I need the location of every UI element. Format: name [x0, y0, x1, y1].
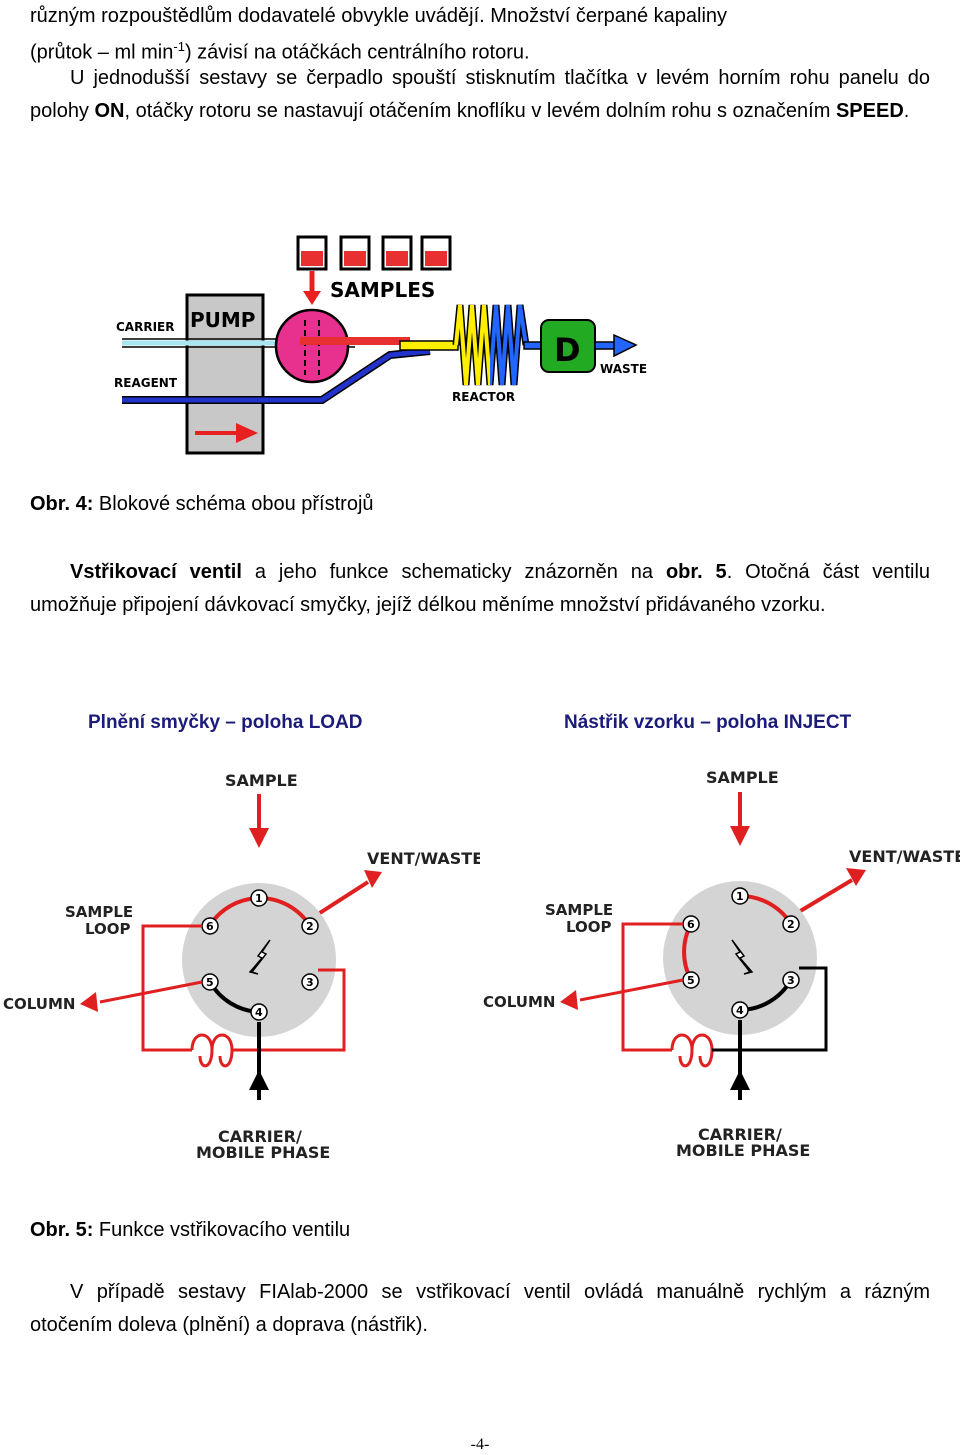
svg-text:6: 6	[206, 920, 214, 933]
flow-injection-block-diagram: SAMPLES PUMP CARRIER REAGENT REACTOR D W…	[114, 235, 647, 455]
sample-arrow-head	[303, 291, 321, 305]
vent-waste-label: VENT/WASTE	[849, 847, 960, 866]
sample-loop-label-1: SAMPLE	[545, 901, 613, 919]
load-position-title: Plnění smyčky – poloha LOAD	[88, 712, 363, 733]
rotor-position-arrow	[731, 939, 754, 975]
svg-text:6: 6	[687, 918, 695, 931]
pump-body	[185, 293, 265, 455]
mixed-stream	[399, 340, 459, 351]
injected-sample-plug	[300, 337, 410, 345]
figure-5-caption: Obr. 5: Funkce vstřikovacího ventilu	[30, 1219, 351, 1241]
page-number: -4-	[470, 1436, 490, 1453]
column-label: COLUMN	[3, 995, 75, 1013]
svg-text:5: 5	[206, 976, 214, 989]
sample-inlet-arrow	[249, 828, 269, 848]
sample-loop-label-2: LOOP	[566, 918, 612, 936]
carrier-inlet-arrow	[249, 1070, 269, 1090]
carrier-label: CARRIER	[116, 320, 174, 334]
samples-label: SAMPLES	[330, 278, 435, 302]
svg-text:4: 4	[255, 1006, 263, 1019]
valve-inject-diagram: SAMPLE VENT/WASTE 1 2 3 4 5 6 SAMPLE LOO…	[483, 768, 960, 1160]
carrier-label-2: MOBILE PHASE	[196, 1143, 330, 1162]
sample-loop-tube	[621, 922, 683, 1052]
sample-loop-label-1: SAMPLE	[65, 903, 133, 921]
reactor-label: REACTOR	[452, 390, 515, 404]
intro-line-2: (průtok – ml min-1) závisí na otáčkách c…	[30, 39, 530, 64]
reagent-label: REAGENT	[114, 376, 178, 390]
sample-loop-label-2: LOOP	[85, 920, 131, 938]
reactor-coil-yellow	[454, 304, 490, 386]
vent-arrow	[364, 870, 382, 888]
column-arrow	[80, 992, 98, 1012]
column-arrow	[560, 990, 578, 1010]
rotor-position-arrow	[248, 939, 271, 975]
vent-line	[310, 880, 370, 920]
sample-label: SAMPLE	[706, 768, 779, 787]
waste-label: WASTE	[600, 362, 647, 376]
sample-loop-coil-2	[690, 1033, 714, 1068]
svg-text:5: 5	[687, 974, 695, 987]
sample-loop-coil	[670, 1033, 694, 1068]
pump-direction-arrowhead	[236, 423, 258, 443]
column-label: COLUMN	[483, 993, 555, 1011]
svg-text:3: 3	[787, 974, 795, 987]
valve-load-diagram: SAMPLE VENT/WASTE 1 2 3 4 5 6 SAMPLE LOO…	[3, 771, 480, 1162]
paragraph-valve: Vstřikovací ventil a jeho funkce schemat…	[30, 561, 931, 616]
carrier-label-2: MOBILE PHASE	[676, 1141, 810, 1160]
figure-4-caption: Obr. 4: Blokové schéma obou přístrojů	[30, 493, 374, 515]
sample-cups	[296, 235, 452, 271]
carrier-label-1: CARRIER/	[698, 1125, 782, 1144]
sample-label: SAMPLE	[225, 771, 298, 790]
svg-text:4: 4	[736, 1004, 744, 1017]
svg-text:2: 2	[306, 920, 314, 933]
intro-line-1: různým rozpouštědlům dodavatelé obvykle …	[30, 5, 728, 27]
valve-ports: 1 2 3 4 5 6	[201, 889, 319, 1021]
paragraph-fialab: V případě sestavy FIAlab-2000 se vstřiko…	[30, 1281, 930, 1336]
injection-rotor	[274, 308, 350, 384]
sample-loop-tube	[141, 924, 202, 1052]
carrier-label-1: CARRIER/	[218, 1127, 302, 1146]
svg-text:2: 2	[787, 918, 795, 931]
column-line	[99, 980, 203, 1004]
svg-text:3: 3	[306, 976, 314, 989]
vent-line	[790, 878, 854, 918]
inject-position-title: Nástřik vzorku – poloha INJECT	[564, 712, 852, 733]
valve-ports: 1 2 3 4 5 6	[682, 887, 800, 1019]
vent-waste-label: VENT/WASTE	[367, 849, 480, 868]
paragraph-pump: U jednodušší sestavy se čerpadlo spouští…	[30, 67, 930, 122]
loop-return-tube	[232, 968, 346, 1052]
reagent-line	[122, 348, 431, 403]
carrier-inlet-arrow	[730, 1070, 750, 1090]
column-line	[579, 978, 684, 1002]
svg-text:1: 1	[255, 892, 263, 905]
waste-arrow	[613, 333, 638, 358]
sample-loop-coil	[190, 1033, 214, 1068]
vent-arrow	[846, 868, 866, 886]
reactor-coil-blue	[490, 304, 528, 386]
svg-text:1: 1	[736, 890, 744, 903]
loop-return-tube	[712, 966, 828, 1052]
valve-body	[182, 883, 336, 1037]
pump-label: PUMP	[190, 308, 255, 332]
sample-loop-coil-2	[210, 1033, 234, 1068]
sample-inlet-arrow	[730, 826, 750, 846]
detector-label: D	[554, 331, 581, 369]
